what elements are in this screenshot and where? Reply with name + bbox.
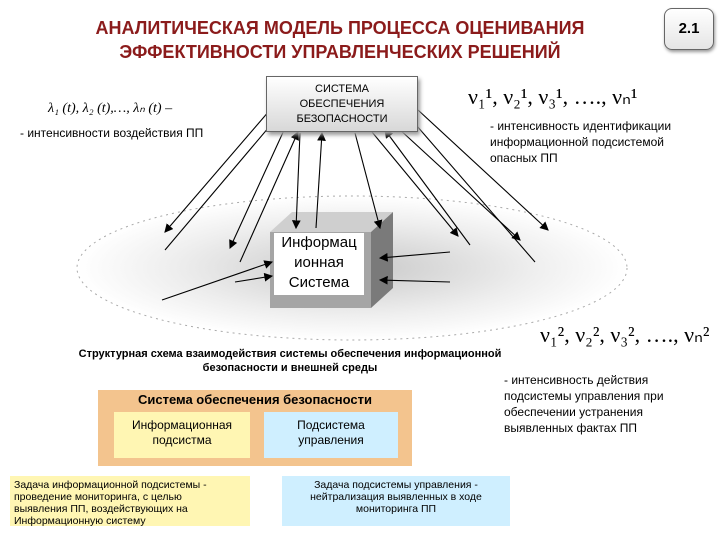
arrow [371, 131, 459, 237]
nu2-desc-line: - интенсивность действия [504, 373, 649, 387]
nu2-desc-line: обеспечении устранения [504, 405, 643, 419]
arrow [291, 132, 301, 230]
control-task-line: Задача подсистемы управления - [314, 479, 478, 491]
nu1-desc-line: - интенсивность идентификации [490, 119, 672, 133]
control-subsystem-box: Подсистема управления [264, 412, 398, 458]
info-task-line: Информационную систему [14, 515, 146, 527]
security-system-line: БЕЗОПАСНОСТИ [296, 113, 388, 125]
info-task-line: проведение мониторинга, с целью [14, 491, 182, 503]
control-task-box: Задача подсистемы управления - нейтрализ… [282, 476, 510, 526]
lambda-description: - интенсивности воздействия ПП [20, 126, 204, 140]
nu1-desc-line: опасных ПП [490, 151, 558, 165]
diagram-caption: Структурная схема взаимодействия системы… [40, 347, 540, 375]
info-subsystem-line: Информационная [131, 418, 233, 432]
info-task-line: Задача информационной подсистемы - [14, 479, 207, 491]
title-line-2: ЭФФЕКТИВНОСТИ УПРАВЛЕНЧЕСКИХ РЕШЕНИЙ [119, 42, 561, 62]
nu2-desc-line: выявленных фактах ПП [504, 421, 638, 435]
info-subsystem-box: Информационная подсистма [114, 412, 250, 458]
arrow [354, 132, 383, 230]
security-system-line: СИСТЕМА [315, 83, 369, 95]
arrow [164, 119, 276, 251]
arrow [239, 130, 299, 263]
info-system-line: ионная [294, 254, 344, 271]
caption-line: безопасности и внешней среды [202, 362, 378, 374]
arrow [229, 127, 286, 249]
control-subsystem-line: Подсистема [297, 418, 365, 432]
nu1-desc-line: информационной подсистемой [490, 135, 664, 149]
nu1-formula: ν₁¹, ν₂¹, ν₃¹, …., νₙ¹ [468, 84, 638, 109]
nu2-description: - интенсивность действия подсистемы упра… [504, 372, 664, 436]
arrow [164, 109, 271, 233]
nu2-desc-line: подсистемы управления при [504, 389, 664, 403]
arrow [417, 109, 549, 231]
info-task-box: Задача информационной подсистемы - прове… [10, 476, 250, 527]
slide-number-badge: 2.1 [664, 8, 714, 50]
arrow [378, 251, 451, 262]
info-system-label: Информац ионная Система [274, 233, 364, 295]
slide-title: АНАЛИТИЧЕСКАЯ МОДЕЛЬ ПРОЦЕССА ОЦЕНИВАНИЯ… [40, 16, 640, 64]
info-task-line: выявления ПП, воздействующих на [14, 503, 188, 515]
lambda-formula: λ₁ (t), λ₂ (t),…, λₙ (t) – [48, 101, 173, 116]
title-line-1: АНАЛИТИЧЕСКАЯ МОДЕЛЬ ПРОЦЕССА ОЦЕНИВАНИЯ [95, 18, 585, 38]
structure-title: Система обеспечения безопасности [137, 392, 373, 407]
arrow [409, 117, 536, 263]
security-system-line: ОБЕСПЕЧЕНИЯ [299, 98, 385, 110]
info-system-line: Система [288, 274, 350, 291]
arrow [161, 260, 274, 301]
arrows-group [161, 109, 549, 301]
info-subsystem-line: подсистма [152, 433, 212, 447]
arrow [378, 275, 451, 285]
control-subsystem-line: управления [298, 433, 364, 447]
control-task-line: мониторинга ПП [355, 503, 437, 515]
arrow [384, 129, 471, 246]
cube-top [270, 212, 393, 232]
control-task-line: нейтрализация выявленных в ходе [310, 491, 482, 503]
caption-line: Структурная схема взаимодействия системы… [78, 348, 502, 360]
nu2-formula: ν₁², ν₂², ν₃², …., νₙ² [540, 322, 710, 347]
info-system-line: Информац [281, 234, 357, 251]
arrow [234, 272, 274, 283]
arrow [315, 131, 326, 229]
environment-ellipse-outline [76, 195, 628, 341]
security-system-box: СИСТЕМА ОБЕСПЕЧЕНИЯ БЕЗОПАСНОСТИ [266, 76, 418, 132]
nu1-description: - интенсивность идентификации информацио… [490, 118, 671, 166]
